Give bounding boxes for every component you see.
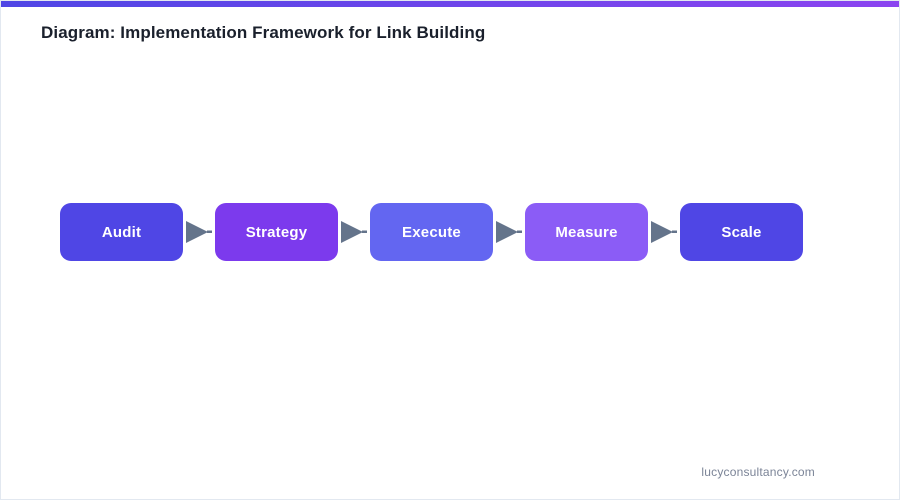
flow-node-scale[interactable]: Scale — [680, 203, 803, 261]
process-flow-diagram: Audit Strategy Execute — [60, 203, 803, 261]
flow-node-label: Measure — [555, 223, 618, 241]
triangle-right-icon — [651, 221, 677, 243]
flow-arrow-4 — [648, 203, 680, 261]
flow-node-label: Strategy — [245, 223, 308, 241]
flow-node-execute[interactable]: Execute — [370, 203, 493, 261]
source-attribution: lucyconsultancy.com — [701, 465, 815, 479]
page-title: Diagram: Implementation Framework for Li… — [41, 23, 486, 42]
triangle-right-icon — [186, 221, 212, 243]
flow-node-label: Execute — [402, 223, 461, 241]
flow-arrow-1 — [183, 203, 215, 261]
accent-gradient-bar — [1, 1, 899, 7]
flow-node-measure[interactable]: Measure — [525, 203, 648, 261]
flow-node-label: Audit — [101, 223, 142, 241]
triangle-right-icon — [496, 221, 522, 243]
flow-node-strategy[interactable]: Strategy — [215, 203, 338, 261]
flow-arrow-2 — [338, 203, 370, 261]
flow-node-label: Scale — [721, 223, 762, 241]
flow-node-audit[interactable]: Audit — [60, 203, 183, 261]
flow-arrow-3 — [493, 203, 525, 261]
triangle-right-icon — [341, 221, 367, 243]
